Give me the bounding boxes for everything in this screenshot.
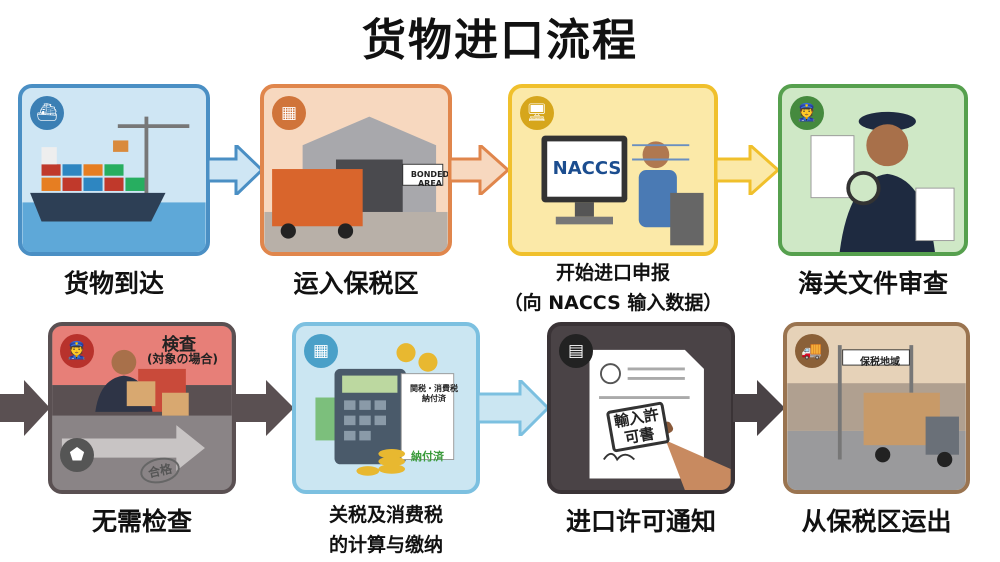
step-cargo-arrival: ⛴: [18, 84, 210, 256]
inspection-title: 検査: [162, 335, 196, 355]
warehouse-icon: ▦: [272, 96, 306, 130]
step-bonded-area: ▦ BONDED AREA: [260, 84, 452, 256]
step-naccs-declaration: 🖥 NACCS: [508, 84, 718, 256]
calculator-icon: ▦: [304, 334, 338, 368]
step-label: 运入保税区: [293, 269, 419, 298]
step-leave-bonded-area: 🚚 保税地域: [783, 322, 970, 494]
ship-illustration: [22, 116, 206, 252]
step-label-line1: 关税及消费税: [328, 504, 443, 526]
step-label: 海关文件审查: [797, 269, 948, 298]
ship-icon: ⛴: [30, 96, 64, 130]
arrow-right-icon: [208, 145, 264, 195]
step-label-line1: 开始进口申报: [555, 262, 670, 284]
truck-illustration: [787, 345, 966, 490]
arrow-right-icon: [450, 145, 510, 195]
step-inspection: 👮 ⬟ 検査 (対象の場合) 合格: [48, 322, 236, 494]
arrow-right-icon: [234, 380, 294, 436]
step-tax-payment: ▦ 関税・消費税 納付済 納付済: [292, 322, 480, 494]
stamp-icon: ⬟: [60, 438, 94, 472]
document-icon: ▤: [559, 334, 593, 368]
page-title: 货物进口流程: [362, 15, 638, 66]
step-label: 关税及消费税 的计算与缴纳: [272, 500, 500, 560]
officer-icon: 👮: [790, 96, 824, 130]
step-label: 进口许可通知: [565, 507, 716, 536]
arrow-right-icon: [0, 380, 50, 436]
warehouse-illustration: [264, 116, 448, 252]
step-label: 货物到达: [63, 269, 164, 298]
bonded-area-sign: BONDED AREA: [410, 170, 450, 188]
inspection-illustration: [52, 326, 232, 490]
step-label: 从保税区运出: [801, 507, 952, 536]
gate-sign: 保税地域: [860, 357, 900, 368]
computer-illustration: [541, 135, 704, 246]
step-label-line2: 的计算与缴纳: [328, 534, 443, 556]
arrow-right-icon: [716, 145, 780, 195]
truck-icon: 🚚: [795, 334, 829, 368]
step-label: 无需检查: [91, 507, 192, 536]
calculator-illustration: [315, 343, 455, 476]
step-customs-review: 👮: [778, 84, 968, 256]
step-label: 开始进口申报 （向 NACCS 输入数据）: [490, 258, 736, 318]
step-label-line2: （向 NACCS 输入数据）: [503, 292, 723, 314]
arrow-right-icon: [733, 380, 785, 436]
naccs-screen-text: NACCS: [552, 158, 622, 179]
computer-icon: 🖥: [520, 96, 554, 130]
inspection-note: (対象の場合): [147, 352, 218, 366]
receipt-title: 関税・消費税 納付済: [410, 384, 458, 403]
officer-icon: 👮: [60, 334, 94, 368]
step-import-permit: ▤ 輸入許可書: [547, 322, 735, 494]
receipt-paid: 納付済: [411, 450, 444, 463]
arrow-right-icon: [478, 380, 550, 436]
officer-illustration: [810, 111, 955, 252]
